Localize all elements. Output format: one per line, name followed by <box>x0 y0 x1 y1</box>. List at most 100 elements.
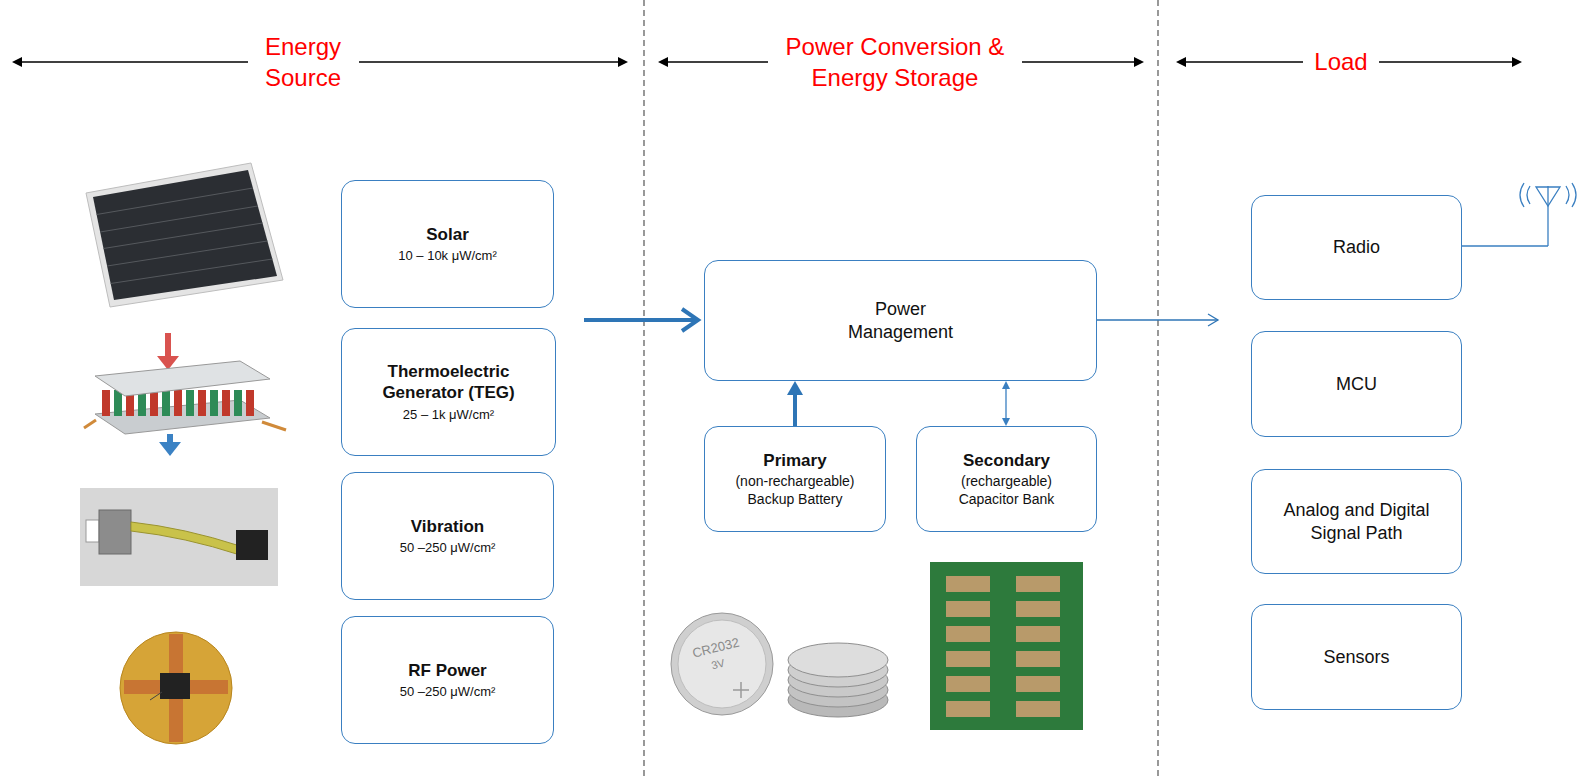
solar-panel-frame <box>86 163 283 307</box>
capacitor <box>946 576 990 592</box>
rf-chip <box>160 673 190 699</box>
teg-pellet <box>198 390 206 416</box>
load-box: Radio <box>1251 195 1462 300</box>
capacitor <box>1016 626 1060 642</box>
rf-wire <box>150 692 162 700</box>
section-heading: Energy Source <box>247 31 359 93</box>
teg-pellet <box>186 390 194 416</box>
antenna-feed <box>1462 245 1548 246</box>
header-arrowhead <box>12 57 22 67</box>
solar-cell-line <box>100 206 258 232</box>
header-arrow <box>1022 61 1136 62</box>
antenna-wave <box>1566 186 1569 204</box>
block-name: Radio <box>1333 236 1380 259</box>
capacitor <box>1016 601 1060 617</box>
solar-cell-line <box>107 241 267 266</box>
pcb <box>930 562 1083 730</box>
vibration-background <box>80 488 278 586</box>
header-arrowhead <box>658 57 668 67</box>
capacitor <box>1016 651 1060 667</box>
connector-arrow <box>1005 389 1006 418</box>
piezo-beam <box>131 522 240 555</box>
capacitor <box>946 601 990 617</box>
header-arrow <box>1184 61 1303 62</box>
section-heading: Load <box>1306 46 1376 77</box>
proof-mass <box>236 530 268 560</box>
power-density: 10 – 10k μW/cm² <box>398 248 497 264</box>
storage-name: Primary <box>763 450 826 471</box>
antenna-wave <box>1520 183 1524 207</box>
coin-cell-face <box>678 620 766 708</box>
power-density: 50 –250 μW/cm² <box>400 540 496 556</box>
plus-mark <box>740 682 742 698</box>
connector-arrow <box>793 395 797 426</box>
block-name: Power Management <box>836 298 966 343</box>
solar-cell-line <box>104 223 263 249</box>
header-arrow <box>359 61 620 62</box>
capacitor <box>1016 701 1060 717</box>
storage-description: (non-rechargeable) Backup Battery <box>720 473 870 508</box>
capacitor <box>946 676 990 692</box>
block-name: MCU <box>1336 373 1377 396</box>
header-arrowhead <box>618 57 628 67</box>
load-box: Analog and Digital Signal Path <box>1251 469 1462 574</box>
teg-pellet <box>114 390 122 416</box>
solar-panel <box>93 170 277 300</box>
source-name: Vibration <box>411 516 484 537</box>
heat-in-arrow <box>165 333 171 358</box>
teg-pellet <box>162 390 170 416</box>
teg-pellet <box>102 390 110 416</box>
teg-lead <box>84 420 96 428</box>
teg-pellet <box>174 390 182 416</box>
coin-cell <box>788 643 888 677</box>
coin-cell <box>671 613 773 715</box>
capacitor <box>946 626 990 642</box>
load-box: Sensors <box>1251 604 1462 710</box>
source-box: Vibration 50 –250 μW/cm² <box>341 472 554 600</box>
source-box: Solar 10 – 10k μW/cm² <box>341 180 554 308</box>
storage-name: Secondary <box>963 450 1050 471</box>
teg-pellet <box>222 390 230 416</box>
capacitor <box>946 701 990 717</box>
section-heading: Power Conversion & Energy Storage <box>773 31 1017 93</box>
heat-out-arrowhead <box>159 442 181 456</box>
storage-box: Primary(non-rechargeable) Backup Battery <box>704 426 886 532</box>
capacitor <box>946 651 990 667</box>
vibration-pin <box>86 520 99 542</box>
section-divider <box>1157 0 1158 776</box>
header-arrow <box>1379 61 1514 62</box>
solar-cell-line <box>111 259 273 284</box>
antenna-mast <box>1547 186 1548 246</box>
antenna-symbol <box>1536 187 1560 206</box>
rf-board <box>120 632 232 744</box>
teg-lead <box>262 422 286 430</box>
teg-pellet <box>234 390 242 416</box>
source-box: Thermoelectric Generator (TEG) 25 – 1k μW… <box>341 328 556 456</box>
source-name: Solar <box>426 224 469 245</box>
storage-description: (rechargeable) Capacitor Bank <box>932 473 1082 508</box>
input-arrow <box>584 318 696 322</box>
vibration-clamp <box>99 510 131 554</box>
block-name: Analog and Digital Signal Path <box>1272 499 1442 544</box>
header-arrow <box>666 61 768 62</box>
source-box: RF Power50 –250 μW/cm² <box>341 616 554 744</box>
output-arrow <box>1097 319 1218 320</box>
teg-pellet <box>210 390 218 416</box>
teg-pellet <box>150 390 158 416</box>
header-arrowhead <box>1134 57 1144 67</box>
block-name: Sensors <box>1323 646 1389 669</box>
antenna-wave <box>1572 183 1576 207</box>
output-arrowhead <box>1208 314 1218 326</box>
teg-top-plate <box>95 361 270 396</box>
section-divider <box>643 0 644 776</box>
source-name: Thermoelectric Generator (TEG) <box>350 361 547 404</box>
load-box: MCU <box>1251 331 1462 437</box>
capacitor <box>1016 676 1060 692</box>
header-arrow <box>20 61 248 62</box>
input-arrowhead <box>682 309 698 331</box>
power-density: 25 – 1k μW/cm² <box>403 407 494 423</box>
header-arrowhead <box>1176 57 1186 67</box>
capacitor <box>1016 576 1060 592</box>
storage-box: Secondary(rechargeable) Capacitor Bank <box>916 426 1097 532</box>
